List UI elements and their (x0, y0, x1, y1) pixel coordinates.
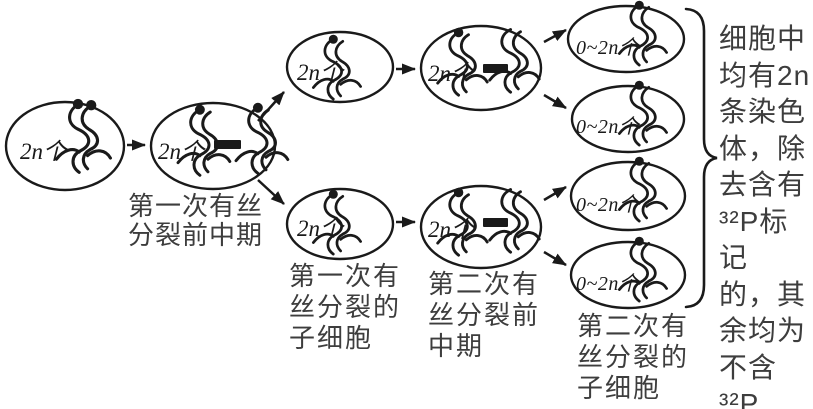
cell-ellipse-final-top-2 (570, 84, 686, 154)
arrow-to-final-top-1 (543, 28, 567, 44)
cell-ellipse-second-prometaphase-top (419, 24, 543, 112)
cell-count-label-initial: 2n个 (20, 139, 66, 164)
cell-ellipse-final-top-1 (566, 4, 686, 74)
cell-ellipse-initial (4, 100, 126, 192)
cell-count-label-daughter-top: 2n个 (297, 60, 343, 85)
arrow-first-prometaphase-to-daughter-bottom (257, 179, 285, 205)
chromosome-icon-first-prometaphase-right (236, 103, 288, 173)
cell-count-label-second-prometaphase-bottom: 2n个 (428, 217, 474, 242)
stage-label-first-daughter: 第一次有 丝分裂的 子细胞 (289, 261, 402, 353)
right-curly-brace-icon (684, 7, 718, 309)
cell-ellipse-second-prometaphase-bottom (419, 184, 543, 270)
cell-count-label-final-top-1: 0~2n个 (576, 37, 640, 59)
chromosome-icon-second-prometaphase-top-right (488, 28, 541, 94)
stage-label-second-prometaphase: 第二次有 丝分裂前 中期 (428, 269, 541, 361)
cell-count-label-daughter-bottom: 2n个 (297, 216, 343, 241)
cell-count-label-first-prometaphase: 2n个 (158, 139, 204, 164)
arrow-first-prometaphase-to-daughter-top (257, 91, 285, 122)
cell-count-label-final-top-2: 0~2n个 (576, 116, 640, 138)
cell-count-label-second-prometaphase-top: 2n个 (428, 61, 474, 86)
arrow-to-final-bottom-2 (543, 250, 567, 267)
cell-ellipse-daughter-bottom (285, 187, 395, 261)
cell-ellipse-final-bottom-2 (569, 240, 687, 310)
centromere-bar-icon-first-prometaphase (214, 140, 241, 149)
stage-label-second-daughter: 第二次有 丝分裂的 子细胞 (577, 311, 690, 403)
cell-count-label-final-bottom-2: 0~2n个 (576, 273, 640, 295)
arrow-to-final-top-2 (543, 93, 567, 110)
centromere-bar-icon-second-prometaphase-bottom (483, 218, 508, 227)
stage-label-first-prometaphase: 第一次有丝 分裂前中期 (128, 191, 264, 250)
arrow-to-final-bottom-1 (543, 185, 567, 202)
cell-ellipse-daughter-top (285, 30, 395, 104)
annotation-text: 细胞中 均有2n 条染色 体，除 去含有 ³²P标记 的，其 余均为 不含³²P… (719, 23, 811, 409)
centromere-bar-icon-second-prometaphase-top (483, 64, 508, 73)
cell-ellipse-final-bottom-1 (569, 160, 687, 232)
cell-count-label-final-bottom-1: 0~2n个 (576, 194, 640, 216)
